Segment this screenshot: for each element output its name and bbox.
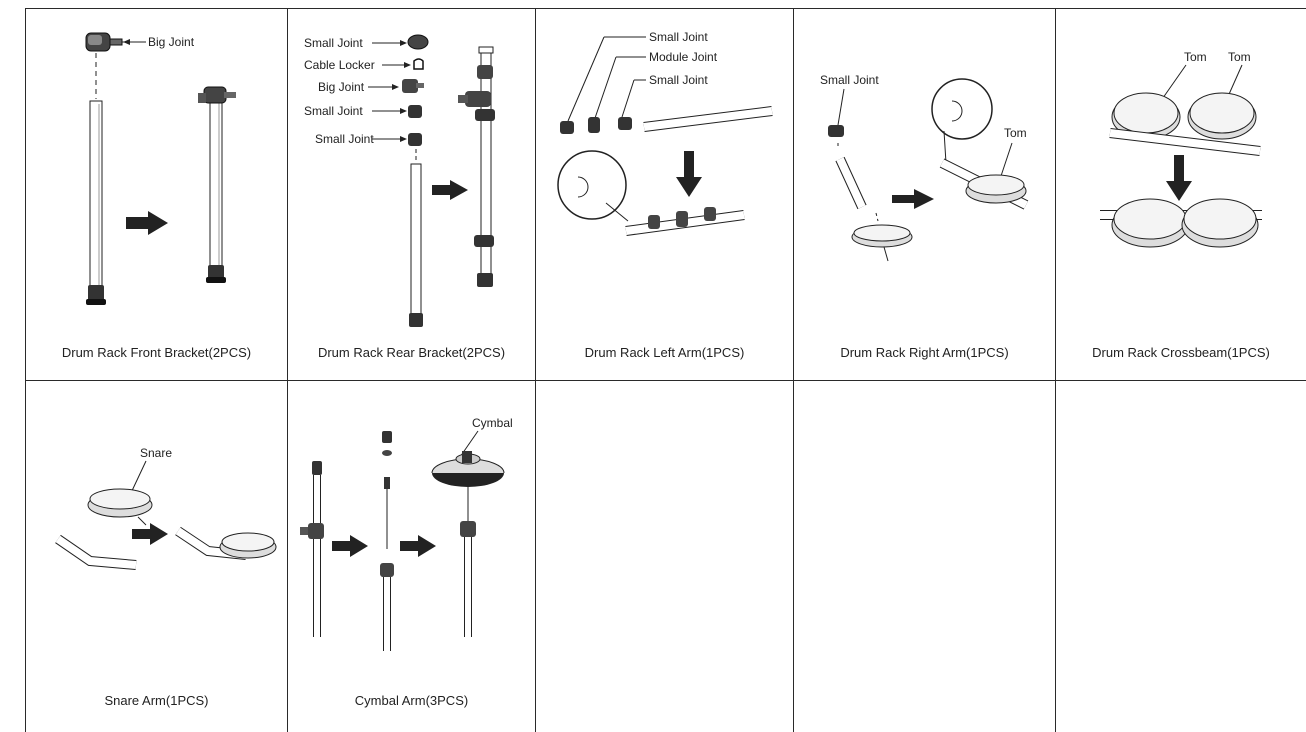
- arrow-right-icon: [132, 523, 168, 545]
- top-border: [25, 8, 1306, 9]
- empty-cell-2: [794, 381, 1055, 732]
- cable-locker-part-icon: [413, 58, 424, 70]
- arrow-right-icon: [892, 189, 934, 209]
- small-joint-part-icon-b: [618, 117, 632, 130]
- tom-pad-icon-2: [1187, 92, 1257, 140]
- small-joint-label: Small Joint: [820, 73, 879, 87]
- cell-rear-bracket: Small Joint Cable Locker Big Joint Small…: [288, 9, 535, 380]
- tom-pad-icon-1: [1111, 92, 1181, 140]
- row-divider: [25, 380, 1306, 381]
- cell-right-arm: Small Joint Tom: [794, 9, 1055, 380]
- small-joint-part-icon: [560, 121, 574, 134]
- empty-cell-3: [1056, 381, 1306, 732]
- arm-tube-icon: [835, 156, 867, 210]
- assembled-left-arm-icon: [625, 207, 745, 236]
- arrow-down-icon: [1166, 155, 1192, 201]
- cell-front-bracket: Big Joint Drum Rack Front Bra: [26, 9, 287, 380]
- tom-label: Tom: [1004, 126, 1027, 140]
- crossbeam-illustration: Tom Tom: [1100, 50, 1262, 248]
- left-border: [25, 8, 26, 732]
- front-bracket-caption: Drum Rack Front Bracket(2PCS): [61, 345, 252, 360]
- cymbal-icon: [431, 451, 505, 487]
- crossbeam-tube-icon: [1109, 128, 1261, 156]
- col-divider-2: [535, 8, 536, 732]
- assembled-rear-bracket-icon: [458, 46, 495, 287]
- assembled-front-bracket-icon: [198, 86, 236, 283]
- small-joint-part-icon-2: [408, 105, 422, 118]
- right-arm-caption: Drum Rack Right Arm(1PCS): [840, 345, 1009, 360]
- arrow-right-icon: [432, 180, 468, 200]
- arrow-down-icon: [676, 151, 702, 197]
- detail-zoom-circle: [557, 150, 627, 220]
- cymbal-arm-illustration: Cymbal: [300, 416, 513, 651]
- rear-bracket-illustration: Small Joint Cable Locker Big Joint Small…: [304, 34, 495, 327]
- snare-arm-caption: Snare Arm(1PCS): [104, 693, 209, 708]
- col-divider-1: [287, 8, 288, 732]
- snare-pad-icon: [87, 488, 153, 526]
- big-joint-label-rear: Big Joint: [318, 80, 365, 94]
- tom-label-2: Tom: [1228, 50, 1251, 64]
- left-arm-illustration: Small Joint Module Joint Small Joint: [557, 30, 773, 236]
- right-arm-illustration: Small Joint Tom: [820, 73, 1029, 262]
- arrow-right-icon: [332, 535, 368, 557]
- big-joint-part-icon-rear: [402, 79, 424, 93]
- module-joint-part-icon: [588, 117, 600, 133]
- tom-pad-icon: [851, 224, 913, 262]
- small-joint-label-2: Small Joint: [304, 104, 363, 118]
- small-joint-label-third: Small Joint: [649, 73, 708, 87]
- cell-left-arm: Small Joint Module Joint Small Joint: [536, 9, 793, 380]
- arrow-right-icon: [126, 211, 168, 235]
- cell-snare-arm: Snare Snare Arm(1PCS): [26, 381, 287, 732]
- arm-tube-icon: [643, 106, 773, 132]
- assembled-crossbeam-icon: [1100, 198, 1262, 248]
- col-divider-4: [1055, 8, 1056, 732]
- empty-cell-1: [536, 381, 793, 732]
- big-joint-part-icon: [85, 32, 123, 52]
- small-joint-label-1: Small Joint: [304, 36, 363, 50]
- snare-arm-tube-icon: [55, 534, 137, 570]
- left-arm-caption: Drum Rack Left Arm(1PCS): [584, 345, 745, 360]
- col-divider-3: [793, 8, 794, 732]
- assembled-right-arm-icon: [939, 158, 1029, 210]
- cell-crossbeam: Tom Tom: [1056, 9, 1306, 380]
- snare-label: Snare: [140, 446, 172, 460]
- small-joint-part-icon: [828, 125, 844, 137]
- rear-tube-icon: [409, 163, 423, 327]
- small-joint-label-top: Small Joint: [649, 30, 708, 44]
- cymbal-label: Cymbal: [472, 416, 513, 430]
- cell-cymbal-arm: Cymbal Cymbal Arm(3PCS): [288, 381, 535, 732]
- tom-label-1: Tom: [1184, 50, 1207, 64]
- snare-arm-illustration: Snare: [55, 446, 277, 570]
- small-joint-part-icon-3: [408, 133, 422, 146]
- cable-locker-label: Cable Locker: [304, 58, 375, 72]
- crossbeam-caption: Drum Rack Crossbeam(1PCS): [1092, 345, 1270, 360]
- assembled-snare-arm-icon: [175, 526, 277, 560]
- front-bracket-illustration: Big Joint: [85, 32, 236, 305]
- rear-bracket-caption: Drum Rack Rear Bracket(2PCS): [317, 345, 506, 360]
- cymbal-hardware-icon: [380, 431, 394, 651]
- module-joint-label: Module Joint: [649, 50, 718, 64]
- small-joint-label-3: Small Joint: [315, 132, 374, 146]
- cymbal-arm-caption: Cymbal Arm(3PCS): [354, 693, 469, 708]
- upright-tube-icon: [86, 100, 106, 305]
- small-joint-part-icon: [407, 34, 429, 50]
- assembled-cymbal-arm-icon: [460, 487, 476, 637]
- arrow-right-icon-2: [400, 535, 436, 557]
- big-joint-label: Big Joint: [148, 35, 195, 49]
- cymbal-arm-rod-icon: [300, 461, 324, 637]
